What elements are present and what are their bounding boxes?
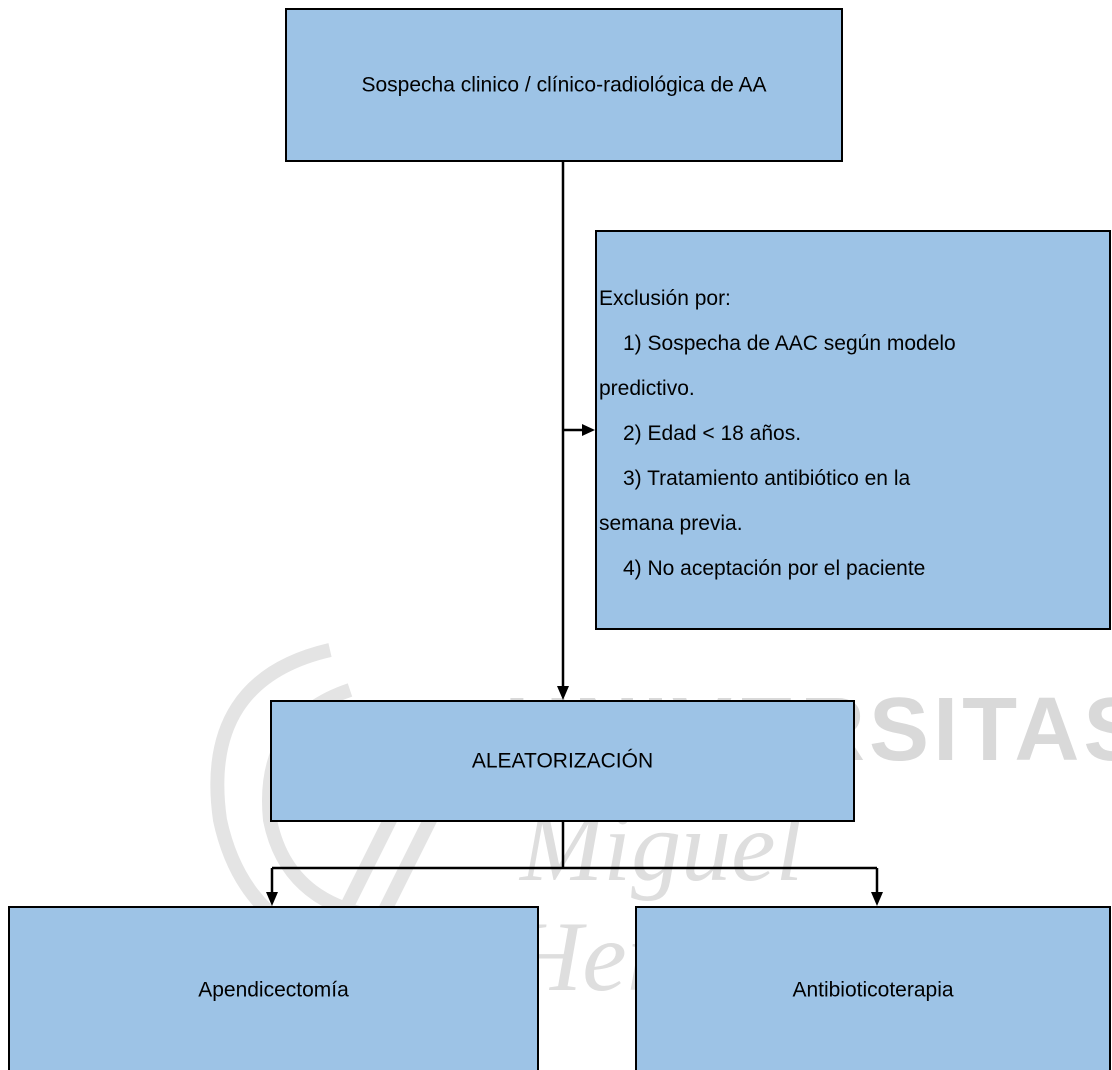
exclusion-item-2: 2) Edad < 18 años.	[623, 422, 802, 445]
node-exclusion-criteria: Exclusión por: 1) Sospecha de AAC según …	[595, 230, 1111, 630]
node-appendectomy-label: Apendicectomía	[198, 978, 349, 1002]
exclusion-title: Exclusión por:	[599, 287, 731, 310]
node-antibiotic-therapy: Antibioticoterapia	[635, 906, 1111, 1070]
exclusion-item-3: 3) Tratamiento antibiótico en la	[623, 467, 911, 490]
node-randomization: ALEATORIZACIÓN	[270, 700, 855, 822]
node-clinical-suspicion-label: Sospecha clinico / clínico-radiológica d…	[361, 73, 767, 97]
arrowhead-randomization	[557, 686, 569, 700]
exclusion-item-1: 1) Sospecha de AAC según modelo	[623, 332, 956, 355]
arrowhead-antibiotic	[871, 892, 883, 906]
arrowhead-exclusion	[582, 424, 595, 436]
node-clinical-suspicion: Sospecha clinico / clínico-radiológica d…	[285, 8, 843, 162]
node-appendectomy: Apendicectomía	[8, 906, 539, 1070]
exclusion-item-1-cont: predictivo.	[599, 377, 695, 400]
exclusion-item-4: 4) No aceptación por el paciente	[623, 557, 926, 580]
node-antibiotic-therapy-label: Antibioticoterapia	[792, 978, 954, 1002]
node-randomization-label: ALEATORIZACIÓN	[471, 749, 654, 773]
exclusion-item-3-cont: semana previa.	[599, 512, 743, 535]
arrowhead-appendectomy	[266, 892, 278, 906]
